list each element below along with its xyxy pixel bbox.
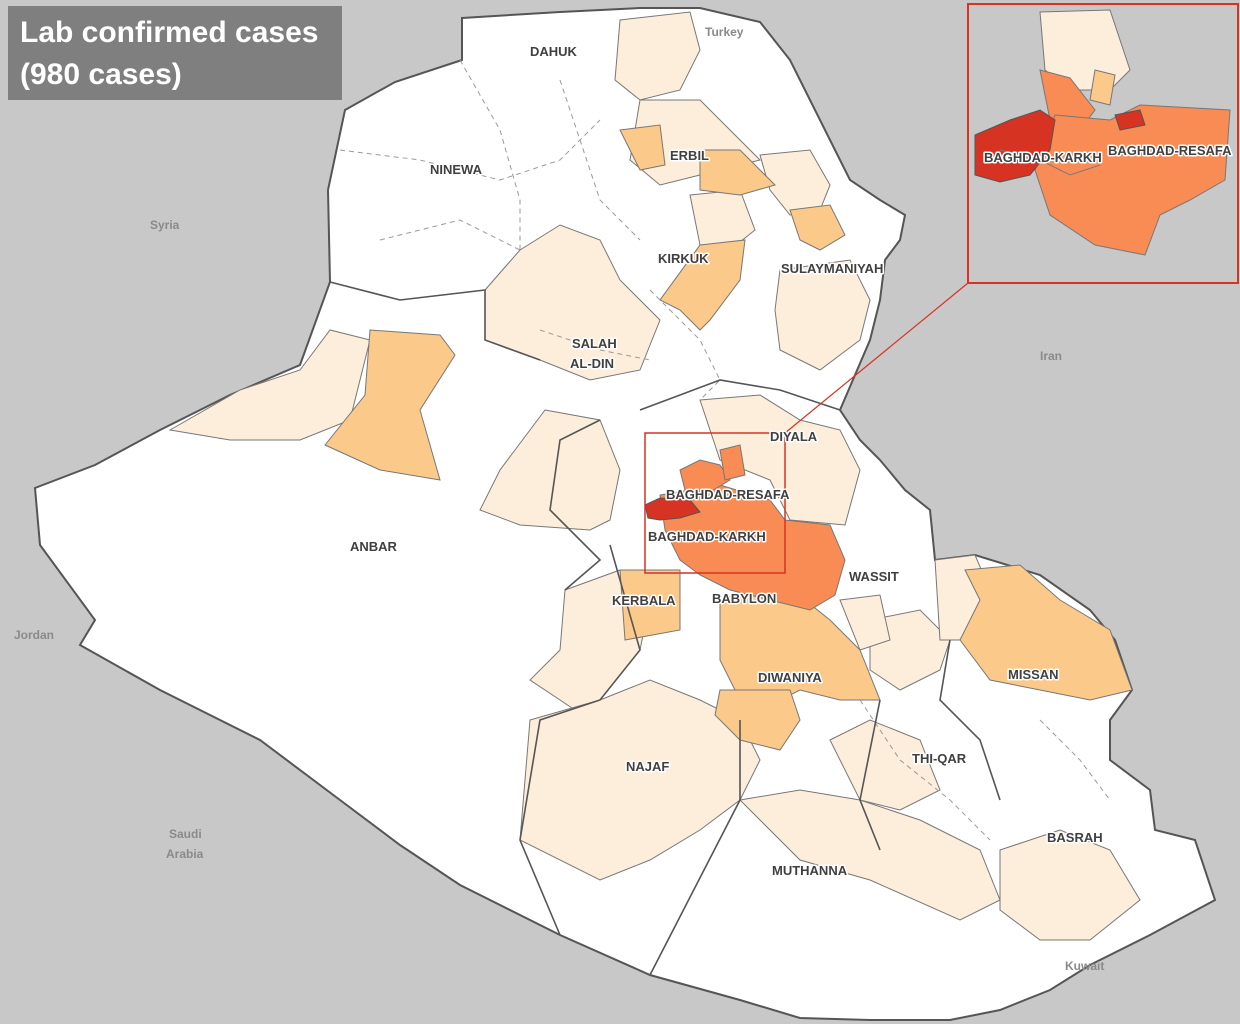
level-1-regions: [168, 11, 1141, 941]
label-babylon: BABYLON: [712, 591, 776, 606]
inset-label-karkh: BAGHDAD-KARKH: [984, 150, 1102, 165]
inset-resafa-hotspot: [1114, 109, 1146, 131]
label-diwaniya: DIWANIYA: [758, 670, 822, 685]
map-title-line2: (980 cases): [20, 58, 182, 91]
level-3-regions: [659, 444, 846, 611]
inset-karkh-region: [974, 109, 1056, 183]
inset-label-resafa: BAGHDAD-RESAFA: [1108, 143, 1232, 158]
label-erbil: ERBIL: [670, 148, 709, 163]
label-sulaymaniyah: SULAYMANIYAH: [781, 261, 883, 276]
baghdad-inset: BAGHDAD-KARKH BAGHDAD-RESAFA: [967, 3, 1239, 284]
level-2-regions: [324, 124, 1133, 751]
label-salah-line1: SALAH: [572, 336, 617, 351]
label-dahuk: DAHUK: [530, 44, 578, 59]
label-wassit: WASSIT: [849, 569, 899, 584]
inset-river: [999, 149, 1101, 176]
label-diyala: DIYALA: [770, 429, 818, 444]
baghdad-focus-box: [644, 432, 786, 574]
country-label-turkey: Turkey: [705, 25, 744, 39]
governorate-borders: [329, 281, 1001, 976]
country-label-syria: Syria: [150, 218, 180, 232]
label-anbar: ANBAR: [350, 539, 398, 554]
map-title-line1: Lab confirmed cases: [20, 16, 319, 49]
district-borders: [339, 59, 1111, 841]
label-missan: MISSAN: [1008, 667, 1059, 682]
country-label-iran: Iran: [1040, 349, 1062, 363]
label-kirkuk: KIRKUK: [658, 251, 709, 266]
inset-connector-line: [784, 282, 969, 434]
label-salah-line2: AL-DIN: [570, 356, 614, 371]
inset-resafa-region: [1034, 104, 1231, 256]
country-label-saudi-line1: Saudi: [169, 827, 202, 841]
label-basrah: BASRAH: [1047, 830, 1103, 845]
inset-region-b: [1089, 69, 1116, 106]
label-thi-qar: THI-QAR: [912, 751, 967, 766]
label-ninewa: NINEWA: [430, 162, 483, 177]
country-label-kuwait: Kuwait: [1065, 959, 1104, 973]
country-label-jordan: Jordan: [14, 628, 54, 642]
level-4-region: [644, 497, 701, 521]
label-muthanna: MUTHANNA: [772, 863, 848, 878]
country-label-saudi-line2: Arabia: [166, 847, 204, 861]
map-title-box: Lab confirmed cases (980 cases): [8, 6, 342, 100]
label-kerbala: KERBALA: [612, 593, 676, 608]
label-baghdad-karkh: BAGHDAD-KARKH: [648, 529, 766, 544]
label-baghdad-resafa: BAGHDAD-RESAFA: [666, 487, 790, 502]
label-najaf: NAJAF: [626, 759, 669, 774]
